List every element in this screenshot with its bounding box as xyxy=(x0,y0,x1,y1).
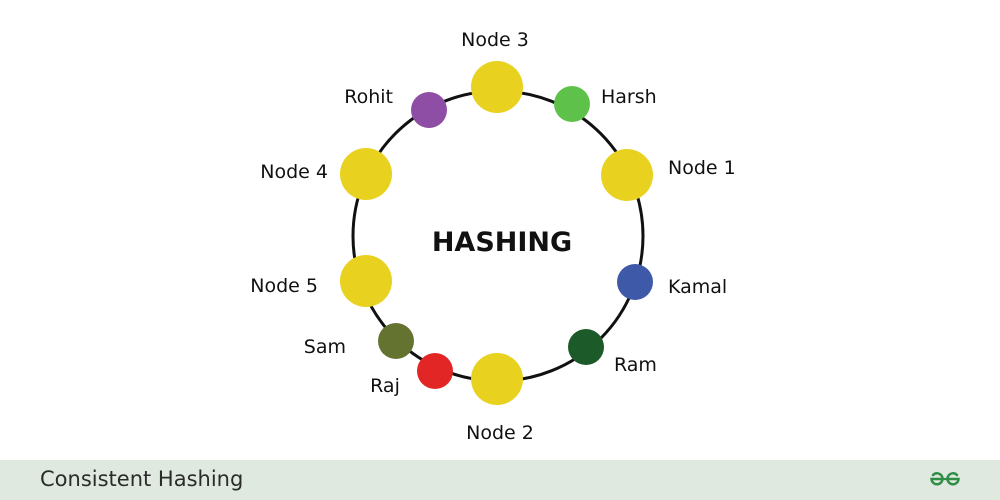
footer-bar: Consistent Hashing xyxy=(0,460,1000,500)
gfg-logo-icon xyxy=(930,472,960,486)
ram-circle xyxy=(568,329,604,365)
node-4-label: Node 4 xyxy=(260,161,328,183)
footer-title: Consistent Hashing xyxy=(40,467,244,491)
sam-label: Sam xyxy=(304,336,346,358)
sam-circle xyxy=(378,323,414,359)
kamal-label: Kamal xyxy=(668,276,727,298)
node-2-circle xyxy=(471,353,523,405)
kamal-circle xyxy=(617,264,653,300)
harsh-circle xyxy=(554,86,590,122)
harsh-label: Harsh xyxy=(601,86,657,108)
node-5-label: Node 5 xyxy=(250,275,318,297)
ram-label: Ram xyxy=(614,354,657,376)
raj-label: Raj xyxy=(370,375,400,397)
node-3-label: Node 3 xyxy=(461,29,529,51)
node-4-circle xyxy=(340,148,392,200)
rohit-label: Rohit xyxy=(344,86,393,108)
node-1-label: Node 1 xyxy=(668,157,736,179)
node-1-circle xyxy=(601,149,653,201)
rohit-circle xyxy=(411,92,447,128)
hash-ring-title: HASHING xyxy=(432,227,572,258)
node-3-circle xyxy=(471,61,523,113)
node-2-label: Node 2 xyxy=(466,422,534,444)
raj-circle xyxy=(417,353,453,389)
consistent-hashing-diagram: HASHING Node 3 Harsh Node 1 Kamal Ram No… xyxy=(250,29,736,444)
node-5-circle xyxy=(340,255,392,307)
